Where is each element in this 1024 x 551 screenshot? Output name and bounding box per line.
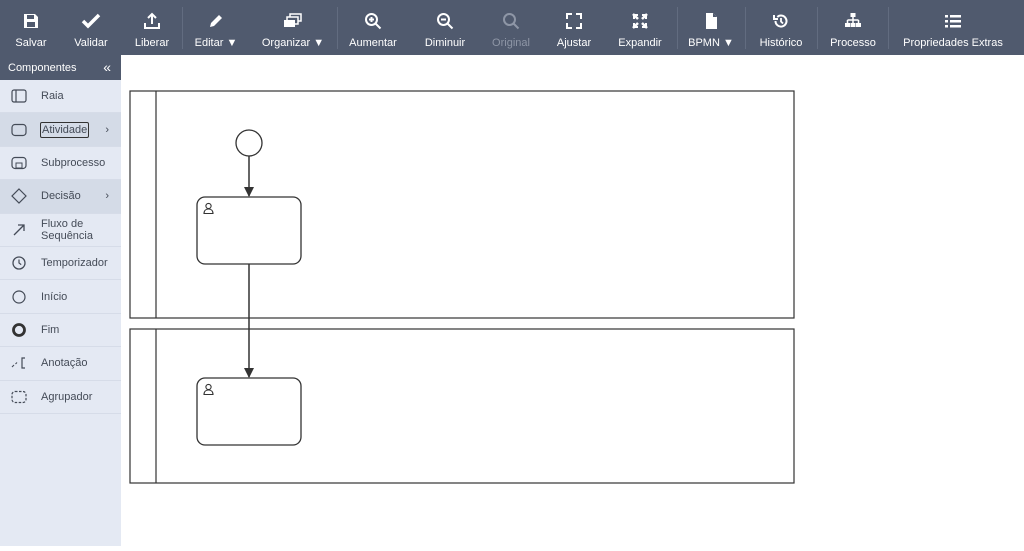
expand-button[interactable]: Expandir [610,0,670,55]
component-lane[interactable]: Raia [0,80,121,114]
save-label: Salvar [15,37,47,49]
list-icon [945,15,961,28]
component-subprocess[interactable]: Subprocesso [0,147,121,181]
subprocess-icon [11,155,27,171]
component-subprocess-label: Subprocesso [41,156,106,169]
bpmn-menu-button[interactable]: BPMN ▼ [683,0,739,55]
user-icon [203,383,214,396]
component-activity-label: Atividade [40,121,90,138]
release-button[interactable]: Liberar [127,0,177,55]
submenu-arrow-icon[interactable]: › [105,123,109,136]
fit-label: Ajustar [556,37,592,49]
component-end-event-label: Fim [41,323,60,336]
save-icon [24,14,38,28]
toolbar-divider [888,7,889,49]
validate-button[interactable]: Validar [66,0,116,55]
release-label: Liberar [134,37,170,49]
toolbar-divider [337,7,338,49]
component-start-event[interactable]: Início [0,280,121,314]
fit-button[interactable]: Ajustar [547,0,601,55]
component-gateway-label: Decisão [41,190,81,203]
component-annotation[interactable]: Anotação [0,347,121,381]
component-activity[interactable]: Atividade › [0,113,121,147]
zoom-reset-icon [503,13,520,30]
zoom-in-icon [365,13,382,30]
collapse-panel-button[interactable]: « [103,59,111,75]
layers-icon [284,13,302,27]
zoom-out-label: Diminuir [424,37,466,49]
organize-label: Organizar ▼ [261,37,325,49]
document-icon [706,13,717,29]
start-event[interactable] [235,129,263,157]
extra-properties-button[interactable]: Propriedades Extras [896,0,1010,55]
bpmn-diagram [129,90,795,484]
components-panel-header: Componentes « [0,55,121,80]
component-annotation-label: Anotação [41,357,88,370]
user-task-2[interactable] [196,377,302,446]
process-button[interactable]: Processo [823,0,883,55]
upload-icon [144,12,160,29]
component-group-label: Agrupador [41,390,93,403]
process-label: Processo [830,37,876,49]
zoom-out-icon [437,13,454,30]
edit-label: Editar ▼ [194,37,238,49]
submenu-arrow-icon[interactable]: › [105,190,109,203]
components-panel-title: Componentes [8,61,77,74]
diagram-canvas[interactable] [121,55,1024,546]
component-gateway[interactable]: Decisão › [0,180,121,214]
components-panel: Componentes « Raia Atividade › Subproces… [0,55,121,546]
zoom-reset-label: Original [492,37,530,49]
timer-icon [11,255,27,271]
component-sequence-flow[interactable]: Fluxo de Sequência [0,214,121,247]
history-button[interactable]: Histórico [751,0,811,55]
component-group[interactable]: Agrupador [0,381,121,414]
component-sequence-flow-label: Fluxo de Sequência [41,217,93,242]
expand-icon [632,13,648,29]
component-end-event[interactable]: Fim [0,314,121,348]
annotation-icon [11,355,27,371]
bpmn-label: BPMN ▼ [688,37,734,49]
task-icon [11,122,27,138]
lane-icon [11,88,27,104]
toolbar: Salvar Validar Liberar Editar ▼ Organiza… [0,0,1024,55]
toolbar-divider [817,7,818,49]
edit-menu-button[interactable]: Editar ▼ [183,0,249,55]
extra-properties-label: Propriedades Extras [903,37,1003,49]
sequence-flow-icon [11,222,27,238]
toolbar-divider [182,7,183,49]
history-icon [773,14,788,28]
pencil-icon [210,15,222,27]
group-icon [11,389,27,405]
start-event-icon [11,289,27,305]
history-label: Histórico [759,37,803,49]
user-icon [203,202,214,215]
zoom-out-button[interactable]: Diminuir [415,0,475,55]
zoom-in-button[interactable]: Aumentar [343,0,403,55]
component-timer-label: Temporizador [41,257,108,270]
organize-menu-button[interactable]: Organizar ▼ [256,0,330,55]
validate-label: Validar [74,37,108,49]
zoom-reset-button[interactable]: Original [484,0,538,55]
component-lane-label: Raia [41,90,64,103]
save-button[interactable]: Salvar [6,0,56,55]
user-task-1[interactable] [196,196,302,265]
gateway-icon [11,188,27,205]
end-event-icon [11,322,27,338]
toolbar-divider [745,7,746,49]
fit-icon [566,13,582,29]
expand-label: Expandir [618,37,662,49]
sitemap-icon [845,13,861,27]
zoom-in-label: Aumentar [349,37,397,49]
check-icon [81,13,101,29]
toolbar-divider [677,7,678,49]
component-timer[interactable]: Temporizador [0,247,121,281]
component-start-event-label: Início [41,290,68,303]
